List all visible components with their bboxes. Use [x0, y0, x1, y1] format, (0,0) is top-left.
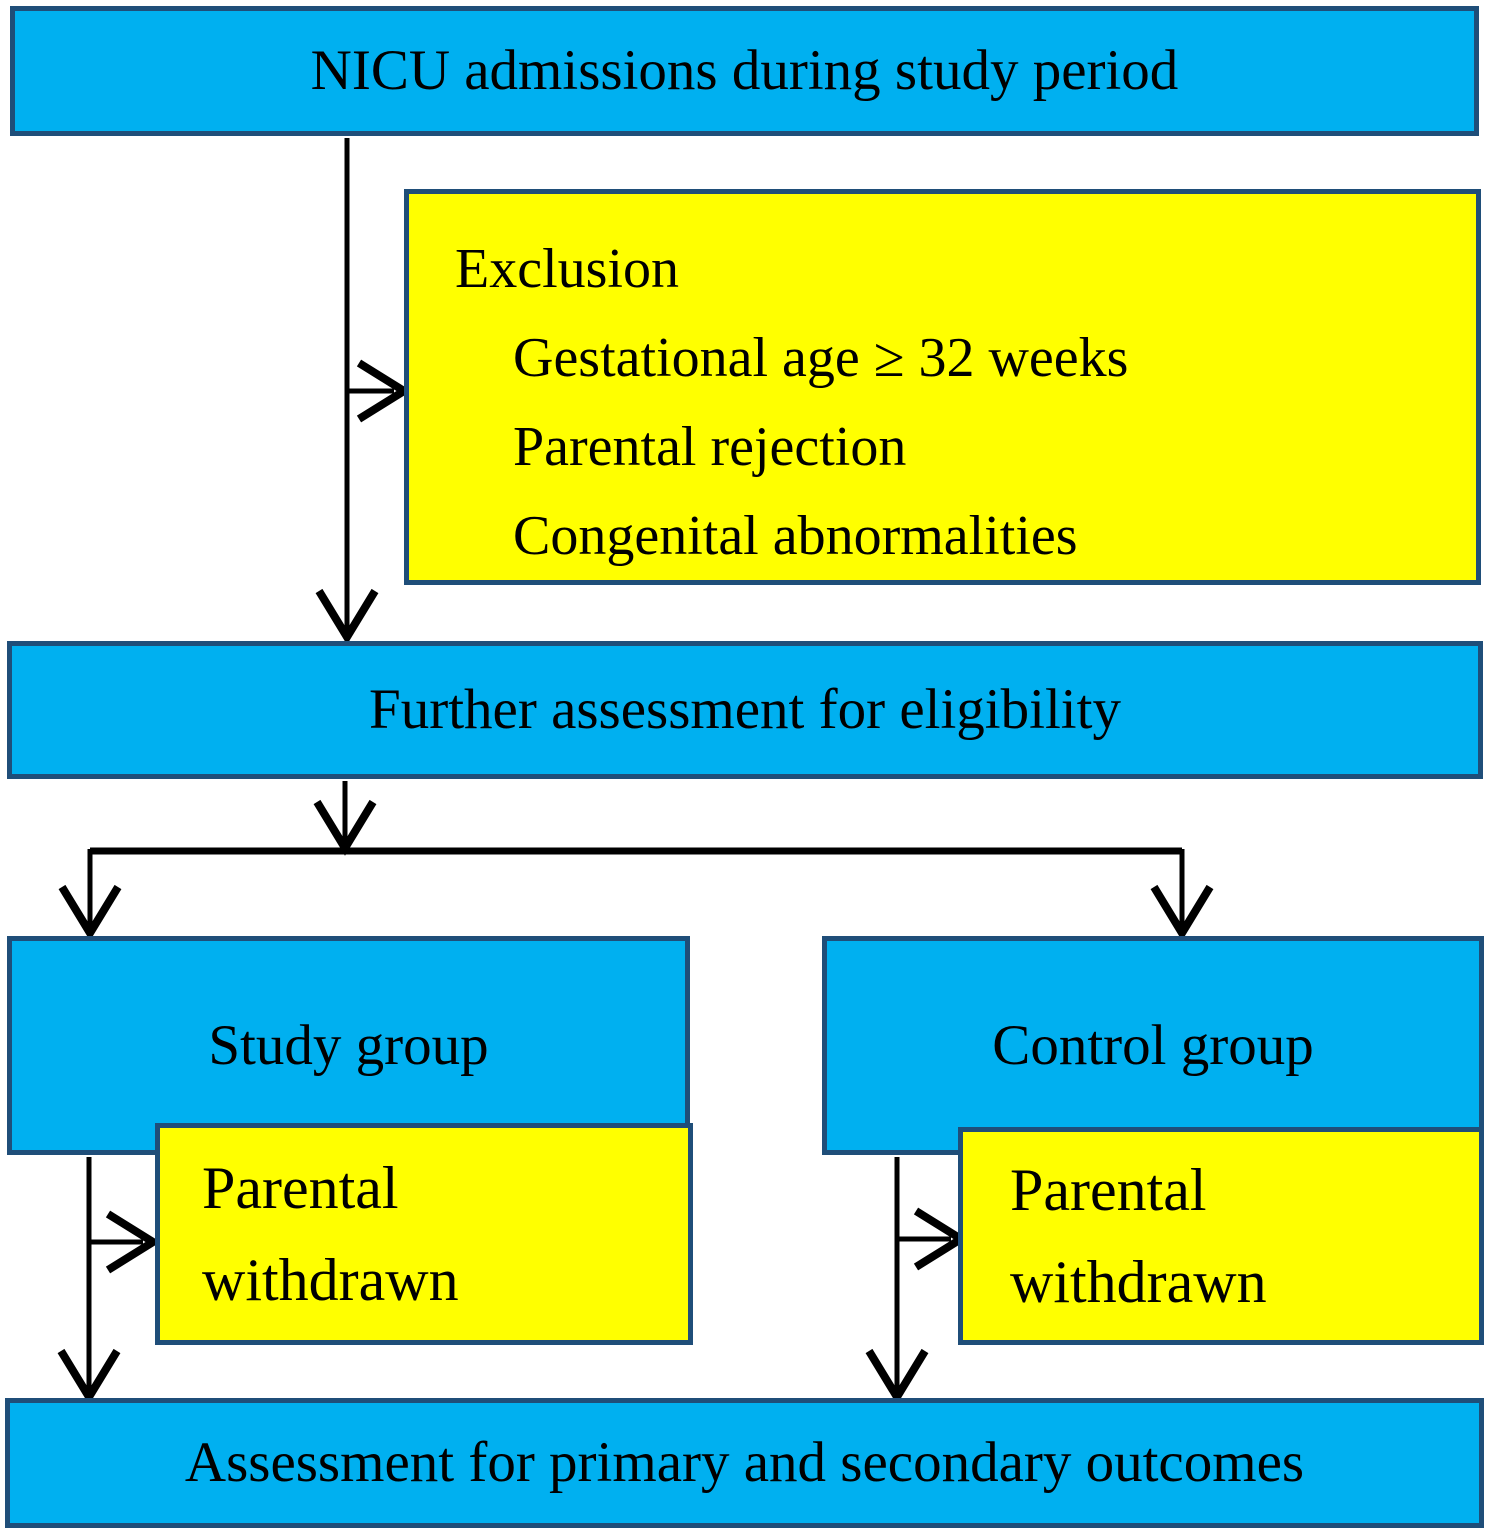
node-nicu-admissions-label: NICU admissions during study period — [310, 39, 1179, 103]
node-further-assessment: Further assessment for eligibility — [7, 641, 1483, 779]
parental-withdrawn-line: Parental — [202, 1155, 399, 1221]
node-further-assessment-label: Further assessment for eligibility — [369, 678, 1121, 742]
note-exclusion: Exclusion Gestational age ≥ 32 weeks Par… — [404, 189, 1481, 585]
arrow-control-to-parental-withdrawn — [897, 1207, 969, 1271]
node-assessment-outcomes: Assessment for primary and secondary out… — [5, 1398, 1484, 1528]
arrow-to-exclusion — [347, 359, 412, 423]
exclusion-item: Parental rejection — [513, 415, 907, 478]
note-parental-withdrawn-study: Parental withdrawn — [155, 1123, 693, 1345]
node-control-group: Control group — [822, 936, 1484, 1155]
arrow-study-to-parental-withdrawn — [89, 1210, 161, 1274]
parental-withdrawn-line: withdrawn — [1010, 1249, 1267, 1315]
split-line — [87, 847, 1185, 926]
exclusion-item: Congenital abnormalities — [513, 504, 1078, 567]
parental-withdrawn-line: Parental — [1010, 1157, 1207, 1223]
arrow-split-to-control — [1150, 884, 1214, 941]
exclusion-title: Exclusion — [455, 237, 679, 300]
node-study-group-label: Study group — [208, 1013, 489, 1077]
note-parental-withdrawn-control: Parental withdrawn — [958, 1127, 1484, 1345]
exclusion-items: Gestational age ≥ 32 weeks Parental reje… — [455, 313, 1466, 580]
exclusion-item: Gestational age ≥ 32 weeks — [513, 326, 1129, 389]
arrow-study-to-assessment — [57, 1157, 121, 1405]
arrow-split-to-study — [58, 884, 122, 941]
arrow-nicu-to-further — [315, 138, 379, 645]
node-control-group-label: Control group — [992, 1013, 1314, 1077]
parental-withdrawn-line: withdrawn — [202, 1247, 459, 1313]
arrow-further-to-split — [313, 781, 377, 856]
node-nicu-admissions: NICU admissions during study period — [10, 6, 1479, 136]
node-assessment-outcomes-label: Assessment for primary and secondary out… — [184, 1431, 1305, 1495]
arrow-control-to-assessment — [865, 1157, 929, 1405]
